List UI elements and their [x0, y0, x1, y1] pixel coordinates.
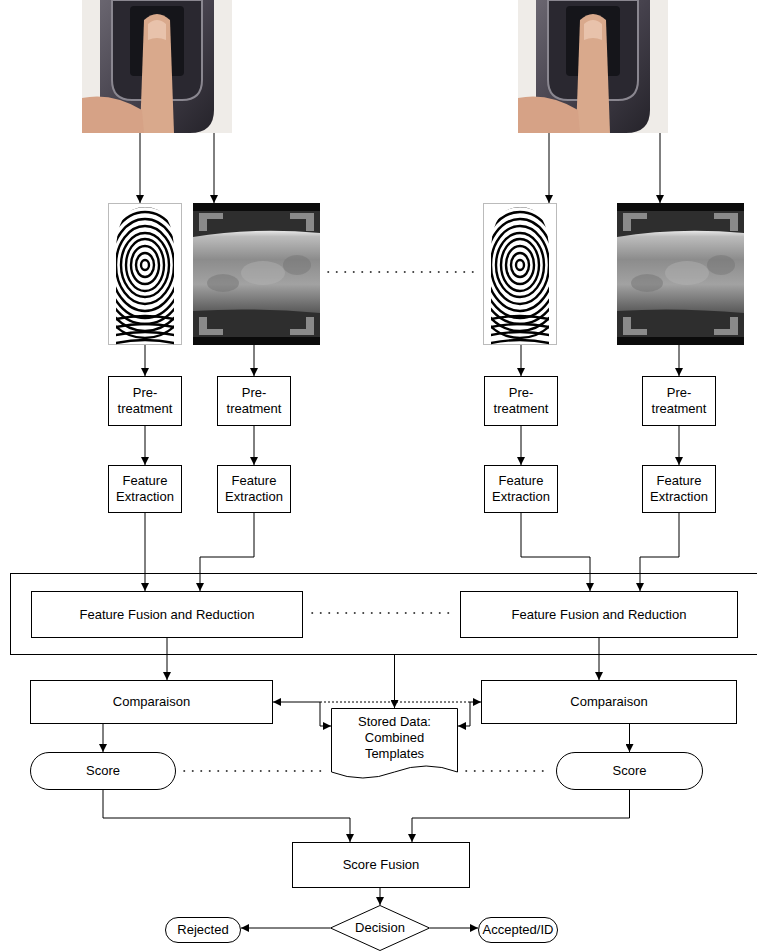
node-text: Feature Fusion and Reduction	[512, 607, 687, 623]
node-text: Feature Extraction	[221, 473, 287, 505]
arrow	[214, 133, 215, 203]
connector	[394, 655, 395, 708]
node-text: Decision	[355, 920, 405, 936]
connector	[145, 426, 146, 465]
process-box: Feature Extraction	[108, 465, 182, 513]
node-text: Score	[613, 763, 647, 779]
node-text: Pre- treatment	[646, 385, 712, 417]
arrow	[521, 345, 522, 376]
decision-diamond: Decision	[330, 905, 430, 951]
arrow	[679, 345, 680, 376]
process-box: Feature Extraction	[217, 465, 291, 513]
group-band: Feature Fusion and Reduction Feature Fusi…	[10, 573, 757, 655]
arrow	[145, 345, 146, 376]
vein-image	[617, 203, 744, 345]
scanner-photo	[82, 0, 232, 133]
node-text: Pre- treatment	[488, 385, 554, 417]
connector	[200, 513, 254, 591]
node-text: Feature Extraction	[112, 473, 178, 505]
node-text: Score Fusion	[343, 857, 420, 873]
arrow	[254, 345, 255, 376]
document-shape	[332, 709, 458, 779]
process-box: Pre- treatment	[642, 376, 716, 426]
connector	[273, 702, 331, 726]
terminal-box: Rejected	[165, 917, 241, 943]
node-text: Comparaison	[113, 694, 190, 710]
process-box: Feature Fusion and Reduction	[460, 591, 738, 638]
terminal-box: Score	[556, 752, 703, 790]
node-text: Feature Extraction	[646, 473, 712, 505]
connector	[241, 928, 330, 929]
terminal-box: Score	[30, 752, 176, 790]
arrow	[660, 133, 661, 203]
arrow	[549, 133, 550, 203]
process-box: Score Fusion	[292, 842, 470, 888]
fingerprint-image	[91, 192, 199, 345]
process-box: Pre- treatment	[217, 376, 291, 426]
connector	[629, 724, 630, 752]
process-box: Feature Extraction	[484, 465, 558, 513]
connector	[521, 426, 522, 465]
node-text: Score	[86, 763, 120, 779]
connector	[103, 724, 104, 752]
arrow	[140, 133, 141, 203]
process-box: Feature Extraction	[642, 465, 716, 513]
dotted-line	[328, 271, 476, 273]
connector	[145, 513, 146, 591]
dotted-line	[466, 770, 550, 772]
connector	[412, 790, 630, 842]
process-box: Feature Fusion and Reduction	[31, 591, 303, 638]
node-text: Comparaison	[570, 694, 647, 710]
data-store: Stored Data: Combined Templates	[331, 708, 458, 782]
node-text: Feature Extraction	[488, 473, 554, 505]
process-box: Pre- treatment	[484, 376, 558, 426]
connector	[430, 928, 478, 929]
node-text: Accepted/ID	[483, 922, 554, 938]
process-box: Comparaison	[481, 680, 737, 724]
dotted-line	[312, 612, 450, 614]
connector	[521, 513, 590, 591]
connector	[599, 638, 600, 680]
node-text: Pre- treatment	[112, 385, 178, 417]
node-text: Stored Data: Combined Templates	[343, 714, 446, 762]
connector	[254, 426, 255, 465]
connector	[679, 426, 680, 465]
dotted-line	[184, 770, 324, 772]
node-text: Rejected	[177, 922, 228, 938]
vein-image	[193, 203, 320, 345]
process-box: Comparaison	[30, 680, 273, 724]
process-box: Pre- treatment	[108, 376, 182, 426]
terminal-box: Accepted/ID	[478, 917, 558, 943]
scanner-photo	[518, 0, 668, 133]
node-text: Feature Fusion and Reduction	[80, 607, 255, 623]
connector	[380, 888, 381, 905]
connector	[103, 790, 350, 842]
connector	[167, 638, 168, 680]
diamond-shape	[331, 906, 430, 951]
connector	[640, 513, 679, 591]
fingerprint-image	[466, 192, 574, 345]
capture-arrows	[140, 133, 679, 376]
connector	[458, 702, 481, 726]
node-text: Pre- treatment	[221, 385, 287, 417]
